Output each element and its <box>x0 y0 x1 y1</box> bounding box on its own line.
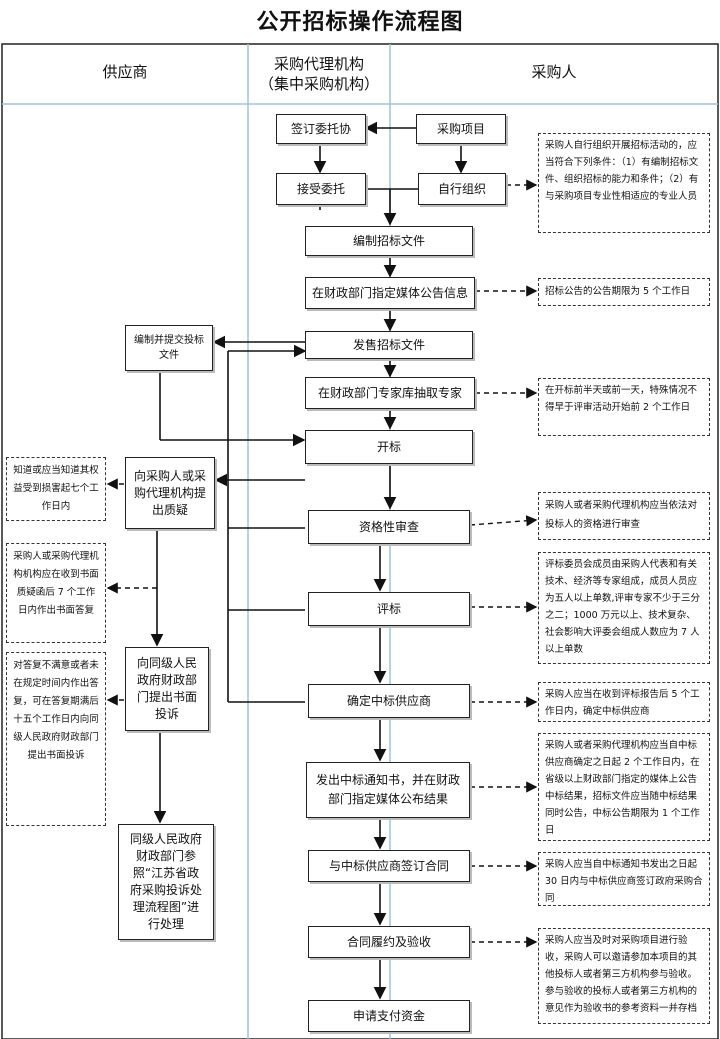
winner-note: 采购人应当在收到评标报告后 5 个工作日内，确定中标供应商 <box>538 682 710 722</box>
reply-time-note: 采购人或采购代理机构机构应在收到书面质疑函后 7 个工作日内作出书面答复 <box>6 543 106 643</box>
page-title: 公开招标操作流程图 <box>256 10 464 35</box>
lane-purchaser: 采购人 <box>531 63 577 81</box>
expert-note: 在开标前半天或前一天，特殊情况不得早于评审活动开始前 2 个工作日 <box>538 378 710 436</box>
refer-flow-box: 同级人民政府财政部门参照“江苏省政府采购投诉处理流程图”进行处理 <box>118 824 214 940</box>
prepare-submit-box: 编制并提交投标文件 <box>125 325 213 371</box>
query-time-note: 知道或应当知道其权益受到损害起七个工作日内 <box>6 457 106 521</box>
determine-winner-box: 确定中标供应商 <box>308 684 470 718</box>
purchase-project-box: 采购项目 <box>416 114 506 144</box>
qual-note: 采购人或者采购代理机构应当依法对投标人的资格进行审查 <box>538 492 710 540</box>
contract-note: 采购人应当自中标通知书发出之日起 30 日内与中标供应商签订政府采购合同 <box>538 852 710 906</box>
issue-note: 采购人或者采购代理机构应当自中标供应商确定之日起 2 个工作日内，在省级以上财政… <box>538 733 710 841</box>
evaluate-box: 评标 <box>308 592 470 626</box>
accept-entrust-box: 接受委托 <box>276 173 366 205</box>
sell-docs-box: 发售招标文件 <box>305 331 473 359</box>
sign-entrust-box: 签订委托协 <box>276 114 366 144</box>
eval-note: 评标委员会成员由采购人代表和有关技术、经济等专家组成，成员人员应为五人以上单数,… <box>538 552 710 664</box>
self-organize-box: 自行组织 <box>418 173 506 205</box>
accept-note: 采购人应当及时对采购项目进行验收，采购人可以邀请参加本项目的其他投标人或者第三方… <box>538 928 710 1024</box>
draw-experts-box: 在财政部门专家库抽取专家 <box>305 377 475 409</box>
lane-agency-line2: （集中采购机构） <box>258 75 379 93</box>
raise-query-box: 向采购人或采购代理机构提出质疑 <box>125 457 215 529</box>
perform-accept-box: 合同履约及验收 <box>308 926 470 958</box>
lane-supplier: 供应商 <box>102 63 148 81</box>
publish-notice-box: 在财政部门指定媒体公告信息 <box>305 277 475 309</box>
lane-agency-line1: 采购代理机构 <box>273 55 364 73</box>
notice-period-note: 招标公告的公告期限为 5 个工作日 <box>538 278 710 306</box>
self-org-note: 采购人自行组织开展招标活动的，应当符合下列条件：（1）有编制招标文件、组织招标的… <box>538 133 710 233</box>
complaint-time-note: 对答复不满意或者未在规定时间内作出答复，可在答复期满后十五个工作日内向同级人民政… <box>6 652 106 826</box>
open-bid-box: 开标 <box>305 430 473 464</box>
issue-notice-box: 发出中标通知书，并在财政部门指定媒体公布结果 <box>306 762 470 818</box>
lane-agency: 采购代理机构 （集中采购机构） <box>248 54 390 94</box>
sign-contract-box: 与中标供应商签订合同 <box>308 850 470 882</box>
complaint-box: 向同级人民政府财政部门提出书面投诉 <box>125 647 209 731</box>
qualification-box: 资格性审查 <box>308 510 470 544</box>
apply-payment-box: 申请支付资金 <box>308 1000 470 1032</box>
prepare-docs-box: 编制招标文件 <box>305 226 473 256</box>
